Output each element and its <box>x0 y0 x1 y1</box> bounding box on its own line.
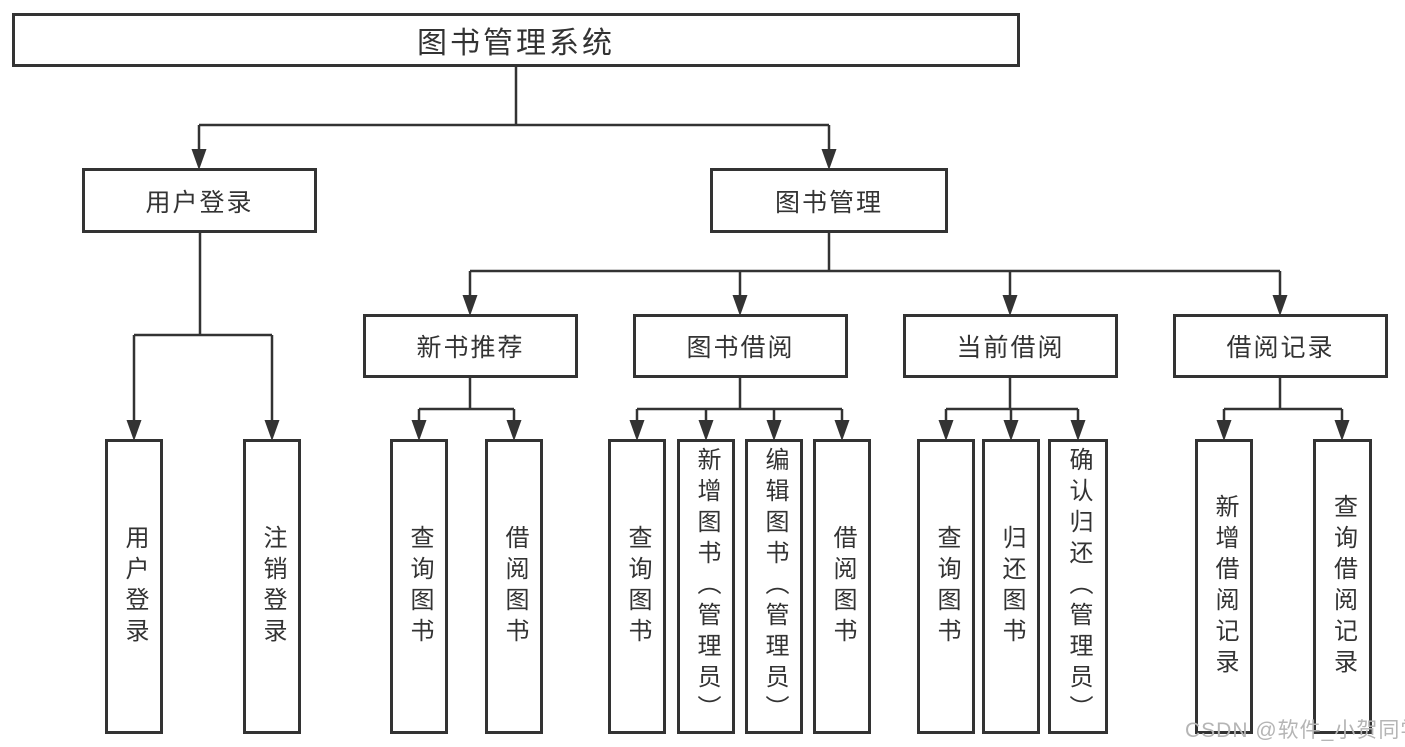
leaf-label: 确认归还（管理员） <box>1065 447 1092 726</box>
leaf-label: 编辑图书（管理员） <box>761 447 788 726</box>
arrowhead <box>264 420 280 441</box>
arrowhead <box>732 295 748 316</box>
connector-borrow-record-children <box>1222 377 1344 423</box>
leaf-label: 查询图书 <box>406 524 433 649</box>
node-current-borrowing: 当前借阅 <box>903 314 1118 378</box>
leaf-label: 查询图书 <box>624 524 651 649</box>
arrowhead <box>462 295 478 316</box>
connector-book-borrow-children <box>635 377 844 423</box>
leaf-nb-query-books: 查询图书 <box>390 439 448 734</box>
connector-new-book-children <box>417 377 516 423</box>
connector-current-borrow-children <box>944 377 1080 423</box>
connector-book-management-children <box>468 232 1282 298</box>
leaf-bb-add-books-admin: 新增图书（管理员） <box>677 439 735 734</box>
leaf-bb-borrow-books: 借阅图书 <box>813 439 871 734</box>
leaf-nb-borrow-books: 借阅图书 <box>485 439 543 734</box>
leaf-cb-query-books: 查询图书 <box>917 439 975 734</box>
arrowhead <box>766 420 782 441</box>
leaf-label: 借阅图书 <box>501 524 528 649</box>
leaf-label: 查询图书 <box>933 524 960 649</box>
leaf-br-query-record: 查询借阅记录 <box>1313 439 1372 734</box>
connector-root-to-level2 <box>197 66 831 152</box>
leaf-cb-return-books: 归还图书 <box>982 439 1040 734</box>
node-borrowing-records: 借阅记录 <box>1173 314 1388 378</box>
leaf-label: 用户登录 <box>121 524 148 649</box>
node-user-login: 用户登录 <box>82 168 317 233</box>
arrowheads <box>126 149 1350 441</box>
arrowhead <box>1334 420 1350 441</box>
node-book-borrowing: 图书借阅 <box>633 314 848 378</box>
arrowhead <box>629 420 645 441</box>
leaf-label: 新增借阅记录 <box>1211 493 1238 680</box>
node-root-system: 图书管理系统 <box>12 13 1020 67</box>
arrowhead <box>938 420 954 441</box>
leaf-label: 注销登录 <box>259 524 286 649</box>
arrowhead <box>506 420 522 441</box>
arrowhead <box>1002 295 1018 316</box>
arrowhead <box>191 149 207 170</box>
csdn-watermark: CSDN @软件_小贺同学 <box>1185 719 1405 742</box>
arrowhead <box>834 420 850 441</box>
leaf-label: 归还图书 <box>998 524 1025 649</box>
arrowhead <box>1003 420 1019 441</box>
leaf-cb-confirm-return-admin: 确认归还（管理员） <box>1048 439 1108 734</box>
arrowhead <box>126 420 142 441</box>
arrowhead <box>411 420 427 441</box>
leaf-label: 借阅图书 <box>829 524 856 649</box>
leaf-label: 查询借阅记录 <box>1329 493 1357 680</box>
leaf-bb-edit-books-admin: 编辑图书（管理员） <box>745 439 803 734</box>
arrowhead <box>821 149 837 170</box>
arrowhead <box>1070 420 1086 441</box>
arrowhead <box>1216 420 1232 441</box>
node-book-management: 图书管理 <box>710 168 948 233</box>
leaf-bb-query-books: 查询图书 <box>608 439 666 734</box>
arrowhead <box>698 420 714 441</box>
node-new-book-recommend: 新书推荐 <box>363 314 578 378</box>
leaf-logout: 注销登录 <box>243 439 301 734</box>
leaf-br-add-record: 新增借阅记录 <box>1195 439 1253 734</box>
connector-user-login-children <box>132 232 274 423</box>
leaf-label: 新增图书（管理员） <box>693 447 720 726</box>
leaf-user-login: 用户登录 <box>105 439 163 734</box>
arrowhead <box>1272 295 1288 316</box>
